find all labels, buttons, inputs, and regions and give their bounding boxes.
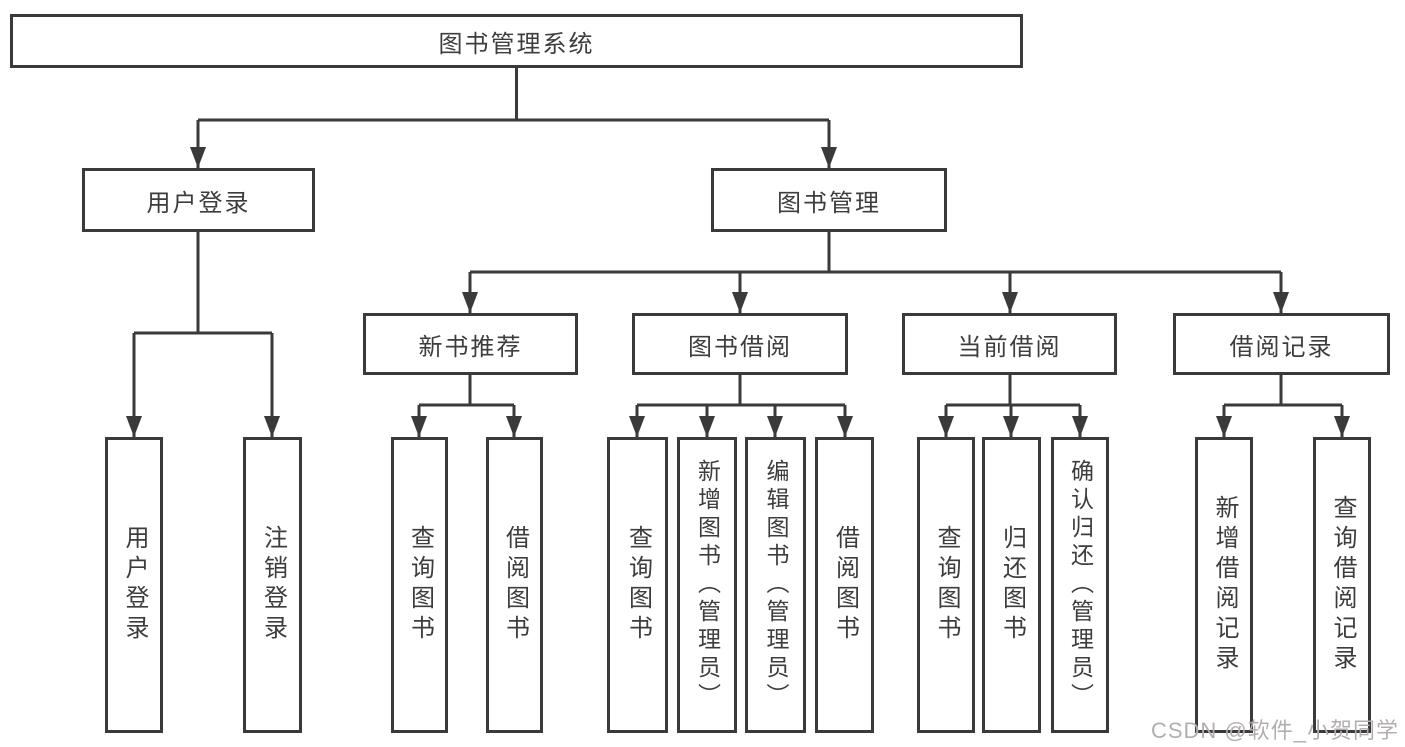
leaf-query-borrow-record: 查询借阅记录 <box>1313 437 1371 733</box>
node-label: 查询借阅记录 <box>1329 495 1356 675</box>
leaf-query-books-current: 查询图书 <box>917 437 975 733</box>
leaf-query-books-borrowing: 查询图书 <box>607 437 668 733</box>
node-label: 注销登录 <box>259 525 287 645</box>
node-borrowing-records: 借阅记录 <box>1173 313 1390 375</box>
node-current-borrowing: 当前借阅 <box>902 313 1117 375</box>
node-label: 借阅图书 <box>831 525 859 645</box>
node-label: 查询图书 <box>624 525 652 645</box>
node-label: 查询图书 <box>406 525 434 645</box>
node-label: 用户登录 <box>121 525 148 645</box>
node-new-book-recommend: 新书推荐 <box>363 313 578 375</box>
leaf-edit-books-admin: 编辑图书（管理员） <box>745 437 806 733</box>
leaf-user-login: 用户登录 <box>105 437 163 733</box>
node-label: 借阅图书 <box>501 525 529 645</box>
node-book-management: 图书管理 <box>711 168 947 232</box>
leaf-confirm-return-admin: 确认归还（管理员） <box>1051 437 1109 733</box>
node-user-login: 用户登录 <box>82 168 315 232</box>
leaf-add-borrow-record: 新增借阅记录 <box>1195 437 1253 733</box>
node-label: 归还图书 <box>998 525 1026 645</box>
node-label: 新增图书（管理员） <box>694 459 721 711</box>
node-label: 编辑图书（管理员） <box>763 459 789 711</box>
node-label: 查询图书 <box>933 525 960 645</box>
node-label: 借阅记录 <box>1229 333 1334 361</box>
node-root: 图书管理系统 <box>10 14 1023 68</box>
node-label: 图书借阅 <box>688 333 792 361</box>
node-label: 新增借阅记录 <box>1211 495 1238 675</box>
node-label: 用户登录 <box>146 189 251 217</box>
node-label: 新书推荐 <box>418 333 523 361</box>
leaf-return-books: 归还图书 <box>982 437 1041 733</box>
watermark: CSDN @软件_小贺同学 <box>1150 718 1399 743</box>
node-label: 确认归还（管理员） <box>1067 459 1094 711</box>
node-label: 当前借阅 <box>957 333 1062 361</box>
leaf-borrow-books-borrowing: 借阅图书 <box>815 437 874 733</box>
node-book-borrowing: 图书借阅 <box>632 313 848 375</box>
node-label: 图书管理系统 <box>438 30 595 58</box>
leaf-query-books-recommend: 查询图书 <box>391 437 448 733</box>
leaf-logout: 注销登录 <box>243 437 302 733</box>
node-label: 图书管理 <box>777 189 881 217</box>
leaf-borrow-books-recommend: 借阅图书 <box>486 437 543 733</box>
leaf-add-books-admin: 新增图书（管理员） <box>677 437 737 733</box>
